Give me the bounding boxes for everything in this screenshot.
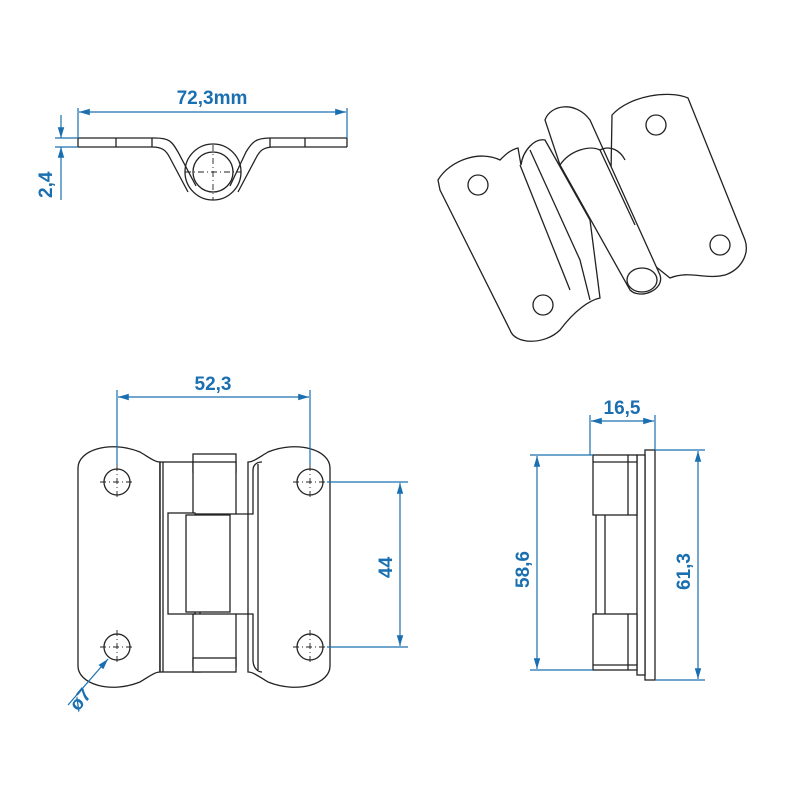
side-view-dimensions: 16,5 58,6 61,3 bbox=[513, 398, 705, 681]
dim-plate-height: 61,3 bbox=[674, 553, 695, 590]
dim-hole-spacing-horizontal: 52,3 bbox=[195, 374, 232, 395]
top-view-dimensions: 72,3mm 2,4 bbox=[36, 88, 348, 200]
dim-hole-spacing-vertical: 44 bbox=[376, 556, 397, 578]
isometric-view bbox=[437, 93, 747, 342]
dim-side-depth: 16,5 bbox=[604, 398, 641, 419]
mounting-holes bbox=[100, 465, 327, 664]
top-view bbox=[77, 137, 348, 201]
dim-thickness: 2,4 bbox=[36, 171, 57, 198]
dim-hole-diameter: ø7 bbox=[66, 685, 96, 715]
front-view bbox=[77, 446, 331, 688]
side-view bbox=[592, 449, 656, 681]
dim-knuckle-length: 58,6 bbox=[513, 551, 534, 588]
dim-overall-width: 72,3mm bbox=[177, 88, 248, 109]
